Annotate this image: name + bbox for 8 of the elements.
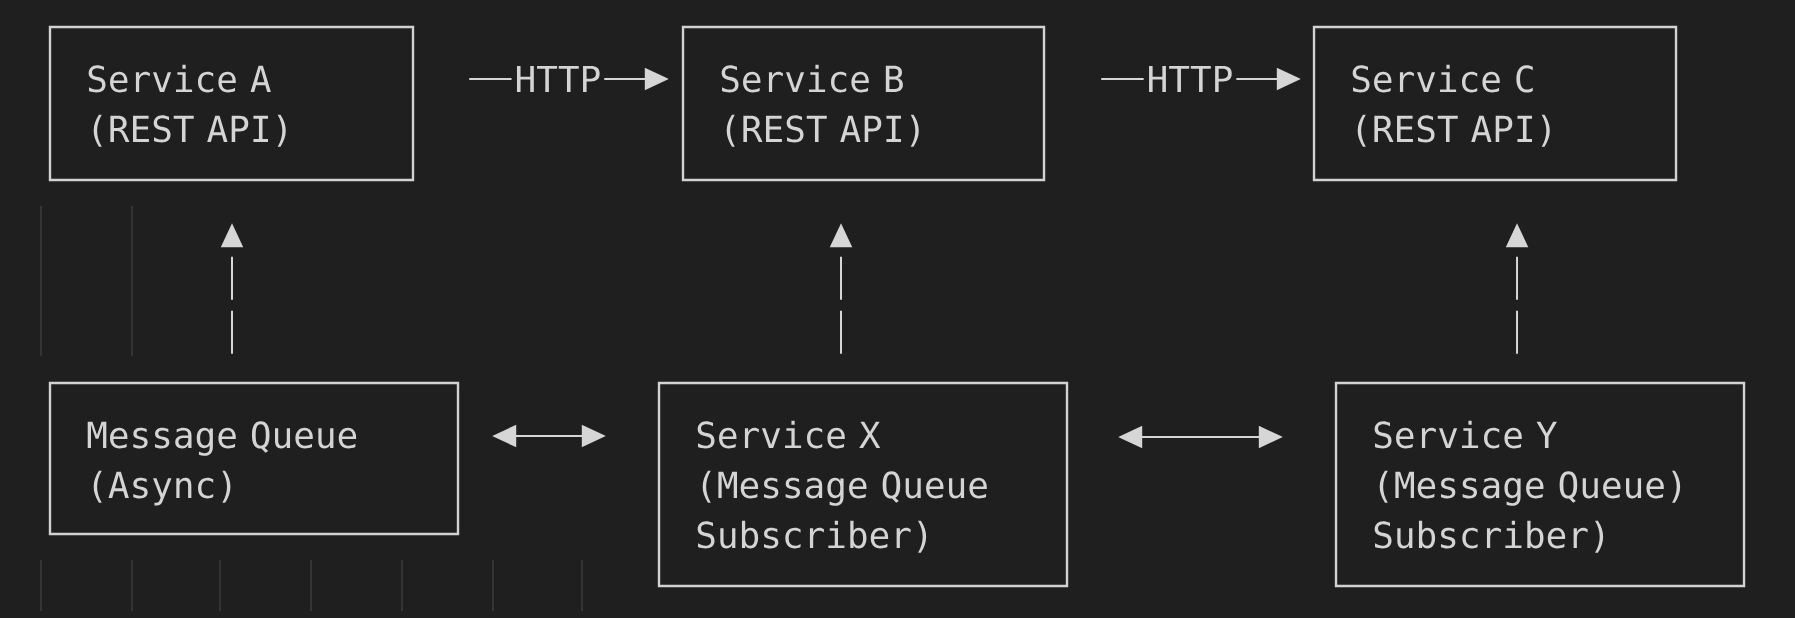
service-box: Service Y (Message Queue) Subscriber) — [1334, 381, 1746, 588]
edge-label: HTTP — [511, 62, 605, 96]
service-box: Message Queue (Async) — [48, 381, 460, 536]
service-box: Service C (REST API) — [1312, 25, 1678, 182]
service-box: Service A (REST API) — [48, 25, 415, 182]
edge-label: HTTP — [1143, 62, 1237, 96]
service-box: Service X (Message Queue Subscriber) — [657, 381, 1069, 588]
service-box: Service B (REST API) — [681, 25, 1046, 182]
